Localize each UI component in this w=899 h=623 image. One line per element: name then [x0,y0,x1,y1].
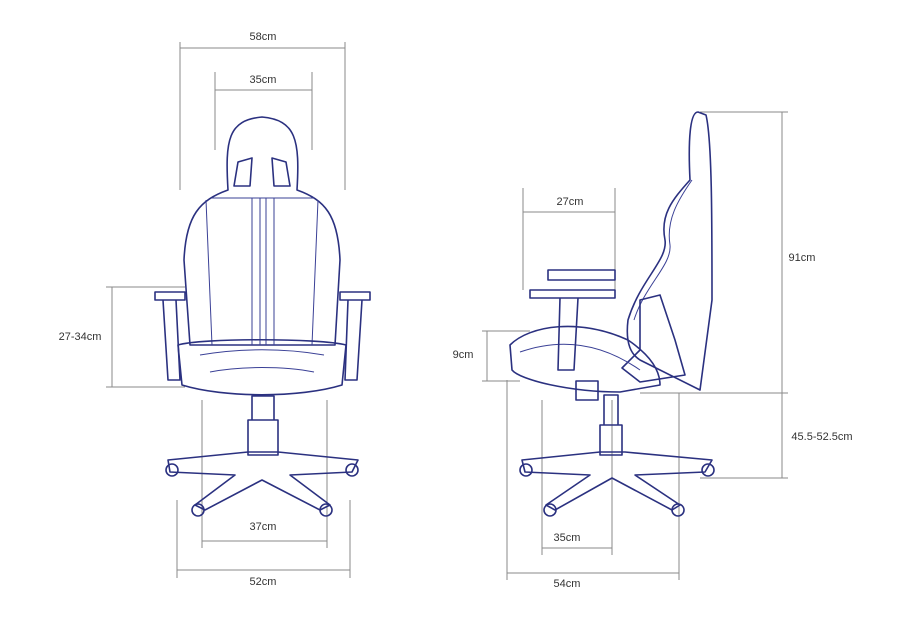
backrest-height-label: 91cm [788,252,816,264]
seat-height-label: 45.5-52.5cm [791,431,853,443]
front-chair-outline [154,116,371,517]
seat-depth-label: 35cm [553,532,581,544]
overall-width-label: 58cm [249,31,277,43]
armrest-depth-label: 27cm [556,196,584,208]
side-chair-outline [509,111,715,517]
backrest-width-label: 35cm [249,74,277,86]
front-dimension-lines [106,42,351,578]
seat-width-label: 37cm [249,521,277,533]
armrest-height-label: 27-34cm [58,331,102,343]
base-width-label: 52cm [249,576,277,588]
base-depth-label: 54cm [553,578,581,590]
side-dimension-lines [482,111,788,580]
cushion-thickness-label: 9cm [452,349,474,361]
